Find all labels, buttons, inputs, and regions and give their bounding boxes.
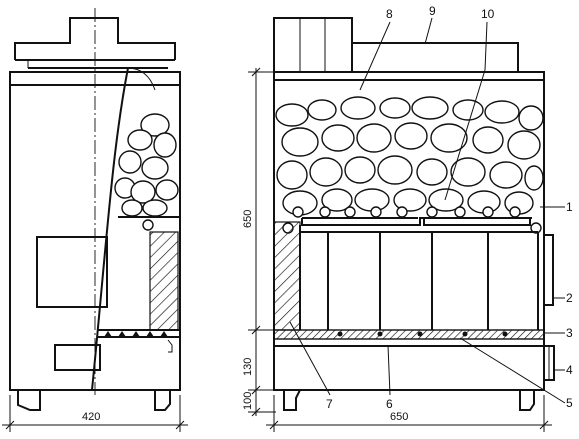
- side-width-label: 420: [82, 411, 100, 423]
- side-stones: [114, 113, 179, 217]
- side-door: [36, 236, 108, 308]
- ash-grate: [273, 329, 545, 340]
- front-leg-right: [519, 390, 535, 411]
- callout-6: 6: [386, 397, 393, 411]
- callout-1: 1: [566, 200, 573, 214]
- callout-leaders: [289, 17, 566, 404]
- callout-8: 8: [386, 7, 393, 21]
- side-view: 420: [2, 8, 188, 432]
- callout-2: 2: [566, 291, 573, 305]
- callout-7: 7: [326, 397, 333, 411]
- firebox-bricks: [299, 225, 539, 330]
- front-grate-bars: [292, 206, 521, 218]
- front-top-chimney: [273, 17, 519, 72]
- front-stones: [275, 96, 544, 216]
- side-leg-right: [154, 390, 171, 411]
- height-100-label: 100: [242, 392, 254, 410]
- front-door: [544, 234, 554, 306]
- front-width-label: 650: [390, 411, 408, 423]
- callout-9: 9: [429, 4, 436, 18]
- callout-5: 5: [566, 396, 573, 410]
- front-wall-hatched: [273, 221, 301, 331]
- side-chimney: [14, 17, 176, 60]
- height-130-label: 130: [242, 358, 254, 376]
- side-wall-hatched: [149, 231, 179, 331]
- callout-10: 10: [481, 7, 495, 21]
- side-leg-left: [17, 390, 41, 411]
- side-ash-door: [54, 344, 101, 371]
- callout-4: 4: [566, 363, 573, 377]
- callout-3: 3: [566, 326, 573, 340]
- cutaway-curve: [91, 67, 129, 391]
- front-view: 650 130 100 650 8 9 10 1 2 3 4: [242, 4, 573, 432]
- height-650-label: 650: [242, 210, 254, 228]
- front-leg-left: [283, 389, 301, 411]
